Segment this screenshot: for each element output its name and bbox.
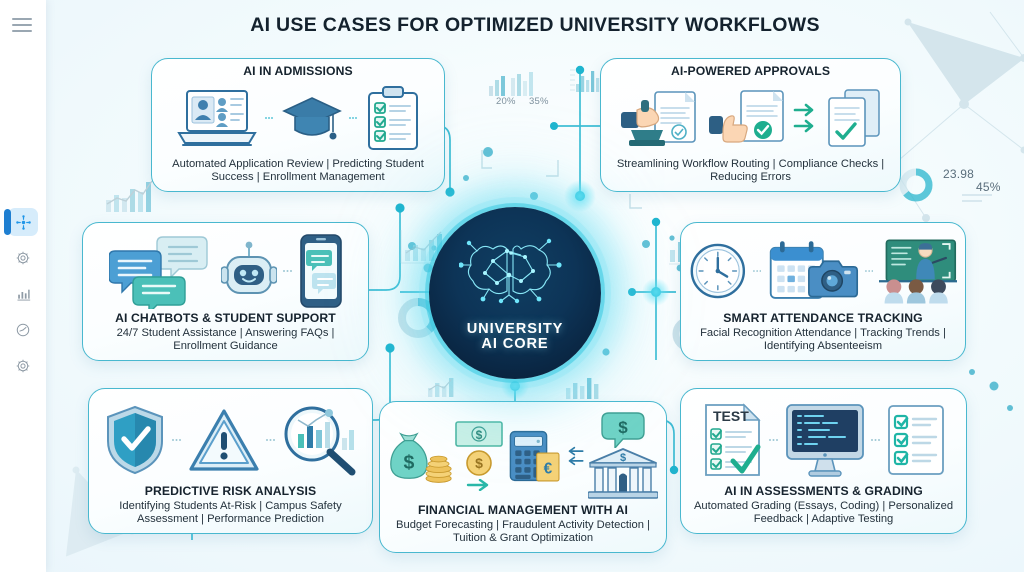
- dollar-bubble-icon: $: [601, 412, 645, 449]
- shield-check-icon: [106, 406, 163, 475]
- gear-icon: [16, 251, 30, 265]
- card-risk[interactable]: PREDICTIVE RISK ANALYSIS Identifying Stu…: [88, 388, 373, 534]
- dotted-connector-icon: [265, 439, 275, 442]
- card-description: Facial Recognition Attendance | Tracking…: [700, 327, 946, 353]
- dotted-connector-icon: [349, 117, 357, 120]
- coins-icon: [425, 455, 452, 483]
- monitor-code-icon: [785, 404, 864, 477]
- hub-label-line2: AI CORE: [481, 336, 549, 353]
- card-description: Budget Forecasting | Fraudulent Activity…: [396, 519, 650, 545]
- svg-text:$: $: [475, 455, 483, 471]
- sidebar-icon-list: [0, 208, 46, 380]
- card-artwork: [609, 80, 892, 157]
- svg-text:$: $: [476, 428, 483, 442]
- clipboard-checklist-icon: [368, 86, 418, 151]
- dotted-connector-icon: [282, 269, 292, 272]
- sidebar: [0, 0, 46, 572]
- gold-coin-icon: $: [466, 450, 493, 476]
- stat-label-2398: 23.98: [943, 167, 975, 181]
- smartphone-chat-icon: [299, 233, 342, 308]
- camera-icon: [807, 260, 858, 298]
- gauge-icon: [16, 323, 30, 337]
- classroom-icon: [878, 239, 957, 304]
- svg-text:$: $: [403, 452, 414, 474]
- clock-icon: [690, 243, 746, 298]
- hand-stamp-icon: [620, 91, 696, 147]
- bank-building-icon: $: [588, 448, 658, 499]
- card-chatbots[interactable]: AI CHATBOTS & STUDENT SUPPORT 24/7 Stude…: [82, 222, 369, 361]
- bar-chart-icon: [17, 289, 30, 301]
- card-description: 24/7 Student Assistance | Answering FAQs…: [116, 327, 335, 353]
- hamburger-menu-icon[interactable]: [12, 18, 32, 32]
- dotted-connector-icon: [864, 269, 873, 272]
- dotted-connector-icon: [171, 439, 181, 442]
- svg-text:$: $: [618, 418, 628, 437]
- euro-note-icon: €: [536, 452, 560, 482]
- sidebar-item-analytics[interactable]: [8, 280, 38, 308]
- svg-text:TEST: TEST: [713, 408, 749, 424]
- arrows-left-icon: [568, 446, 584, 466]
- dotted-connector-icon: [768, 439, 778, 442]
- ai-node-icon: [15, 214, 31, 230]
- sidebar-item-preferences[interactable]: [8, 352, 38, 380]
- card-artwork: [91, 229, 360, 312]
- test-paper-check-icon: TEST: [704, 403, 761, 477]
- stat-label-45: 45%: [976, 180, 1001, 194]
- card-admissions[interactable]: AI IN ADMISSIONS: [151, 58, 445, 192]
- documents-arrows-icon: [827, 89, 880, 148]
- card-assessments[interactable]: TEST: [680, 388, 967, 534]
- stat-label-35: 35%: [529, 96, 549, 107]
- central-hub-university-ai-core[interactable]: UNIVERSITY AI CORE: [429, 207, 601, 379]
- arrow-right-icon: [467, 479, 489, 492]
- card-title: PREDICTIVE RISK ANALYSIS: [144, 484, 317, 499]
- arrows-right-icon: [793, 104, 813, 133]
- card-artwork: [160, 80, 436, 157]
- svg-text:$: $: [620, 452, 626, 464]
- infographic-canvas: AI USE CASES FOR OPTIMIZED UNIVERSITY WO…: [46, 0, 1024, 572]
- hub-label: UNIVERSITY AI CORE: [466, 320, 564, 354]
- dotted-connector-icon: [265, 117, 273, 120]
- card-artwork: TEST: [689, 395, 958, 485]
- card-description: Identifying Students At-Risk | Campus Sa…: [119, 500, 342, 526]
- page-title: AI USE CASES FOR OPTIMIZED UNIVERSITY WO…: [250, 14, 820, 36]
- graduation-cap-icon: [282, 97, 342, 140]
- card-approvals[interactable]: AI-POWERED APPROVALS: [600, 58, 901, 192]
- sidebar-item-performance[interactable]: [8, 316, 38, 344]
- card-title: AI IN ADMISSIONS: [243, 64, 353, 78]
- card-title: AI CHATBOTS & STUDENT SUPPORT: [115, 311, 336, 326]
- dotted-connector-icon: [752, 269, 761, 272]
- card-title: AI-POWERED APPROVALS: [670, 64, 831, 78]
- card-artwork: $ $: [388, 408, 658, 504]
- card-attendance[interactable]: SMART ATTENDANCE TRACKING Facial Recogni…: [680, 222, 966, 361]
- card-title: SMART ATTENDANCE TRACKING: [723, 311, 923, 326]
- card-title: AI IN ASSESSMENTS & GRADING: [724, 484, 923, 499]
- card-title: FINANCIAL MANAGEMENT WITH AI: [418, 503, 628, 518]
- robot-icon: [220, 241, 277, 294]
- card-artwork: [97, 395, 364, 485]
- checklist-icon: [887, 405, 944, 476]
- banknote-icon: $: [455, 421, 504, 447]
- chat-bubbles-icon: [108, 235, 208, 309]
- sidebar-item-ai-core[interactable]: [4, 208, 38, 236]
- sidebar-item-settings[interactable]: [8, 244, 38, 272]
- warning-triangle-icon: [188, 409, 259, 471]
- ai-brain-network-icon: [459, 238, 562, 304]
- laptop-profiles-icon: [177, 90, 257, 147]
- thumbs-up-document-icon: [708, 90, 784, 143]
- stat-label-20: 20%: [496, 96, 516, 107]
- card-artwork: [689, 229, 957, 312]
- card-financial[interactable]: $ $: [379, 401, 667, 553]
- dotted-connector-icon: [870, 439, 880, 442]
- card-description: Automated Grading (Essays, Coding) | Per…: [693, 500, 954, 526]
- gear-icon: [16, 359, 30, 373]
- card-description: Streamlining Workflow Routing | Complian…: [616, 158, 885, 184]
- card-description: Automated Application Review | Predictin…: [172, 158, 424, 184]
- hub-label-line1: UNIVERSITY: [466, 320, 564, 337]
- magnifier-chart-icon: [284, 406, 355, 476]
- money-bag-icon: $: [390, 432, 428, 480]
- svg-text:€: €: [544, 460, 553, 477]
